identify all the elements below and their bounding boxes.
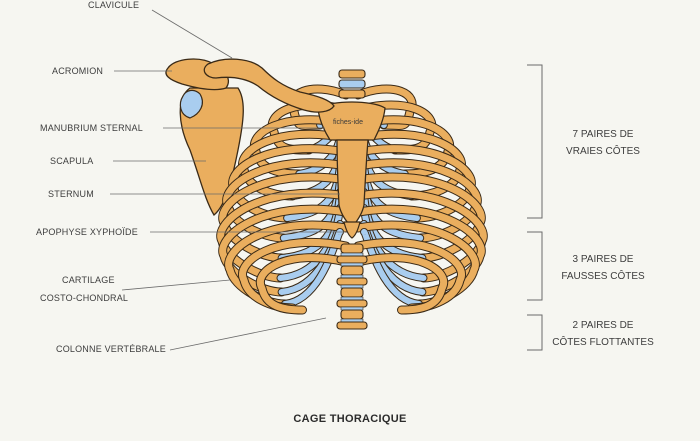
leader-colonne [169, 317, 327, 351]
clavicle-shape [203, 58, 335, 113]
brackets [527, 64, 543, 351]
label-flottantes-line2: CÔTES FLOTTANTES [552, 337, 654, 348]
glenoid-shape [179, 89, 203, 119]
vertebra [336, 321, 368, 330]
manubrium-shape [317, 101, 386, 141]
vertebra [340, 287, 364, 298]
leader-cartilage [121, 279, 231, 291]
spine-upper-group [338, 69, 366, 99]
rib [354, 189, 487, 282]
label-colonne: COLONNE VERTÉBRALE [56, 344, 166, 354]
label-sternum: STERNUM [48, 189, 94, 199]
label-cartilage-line1: CARTILAGE [62, 275, 115, 285]
xiphoid-shape [343, 221, 361, 239]
label-acromion: ACROMION [52, 66, 104, 76]
label-fausses-line2: FAUSSES CÔTES [561, 271, 645, 282]
leader-clavicule [151, 9, 233, 59]
scapula-shape [179, 87, 244, 216]
costal-cartilage [361, 228, 423, 307]
rib [219, 205, 350, 296]
label-cartilage-line2: COSTO-CHONDRAL [40, 293, 129, 303]
vertebra [336, 277, 368, 286]
diagram-title: CAGE THORACIQUE [293, 413, 407, 425]
label-vraies-cotes: 7 PAIRES DE VRAIES CÔTES [543, 126, 663, 160]
label-scapula: SCAPULA [50, 156, 94, 166]
label-flottantes-cotes: 2 PAIRES DE CÔTES FLOTTANTES [543, 317, 663, 351]
vertebra [338, 69, 366, 79]
vertebra [336, 299, 368, 308]
bracket-vraies [527, 64, 543, 219]
vertebra [338, 89, 366, 99]
watermark-text: fiches-ide [333, 119, 363, 126]
leader-lines [110, 9, 345, 351]
label-fausses-cotes: 3 PAIRES DE FAUSSES CÔTES [543, 251, 663, 285]
label-flottantes-line1: 2 PAIRES DE [572, 320, 634, 331]
costal-cartilage [361, 205, 427, 281]
vertebra [340, 265, 364, 276]
ribs-group [216, 84, 488, 315]
rib [354, 205, 485, 296]
vertebra [338, 79, 366, 89]
costal-cartilage [281, 228, 343, 307]
label-manubrium: MANUBRIUM STERNAL [40, 123, 143, 133]
vertebra [340, 243, 364, 254]
vertebra [340, 309, 364, 320]
vertebra [336, 255, 368, 264]
label-vraies-line2: VRAIES CÔTES [566, 146, 640, 157]
label-xiphoide: APOPHYSE XYPHOÏDE [36, 227, 138, 237]
bracket-flottantes [527, 314, 543, 351]
bracket-fausses [527, 231, 543, 301]
rib [354, 254, 448, 314]
rib [256, 254, 350, 314]
rib [217, 189, 350, 282]
label-fausses-line1: 3 PAIRES DE [572, 254, 634, 265]
spine-lower-group [336, 243, 368, 330]
label-vraies-line1: 7 PAIRES DE [572, 129, 634, 140]
label-clavicule: CLAVICULE [88, 0, 140, 10]
costal-cartilage [277, 205, 343, 281]
